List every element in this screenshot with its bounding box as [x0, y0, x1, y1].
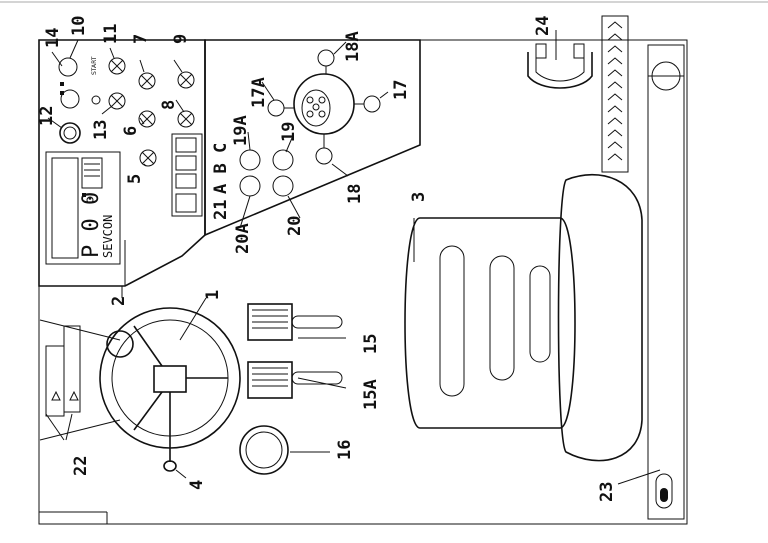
callout-17a: 17A — [249, 77, 269, 108]
callout-14: 14 — [43, 28, 63, 48]
display-brand: SEVCON — [101, 215, 115, 258]
callout-23: 23 — [597, 482, 617, 502]
start-label: START — [91, 56, 98, 75]
seat — [404, 173, 643, 462]
callout-15a: 15A — [361, 379, 381, 410]
horn-button — [60, 89, 80, 109]
display-code: P 0 0 — [79, 192, 104, 258]
joystick — [267, 49, 381, 165]
dashboard-switches: START — [58, 56, 195, 167]
callout-21: 21 — [211, 200, 231, 220]
callout-1: 1 — [203, 290, 223, 300]
callout-20a: 20A — [233, 223, 253, 254]
callout-4: 4 — [187, 480, 207, 490]
callout-abc: A B C — [211, 143, 231, 194]
emergency-button — [59, 122, 81, 144]
callout-9: 9 — [171, 34, 191, 44]
grab-handle — [527, 43, 593, 89]
pedals — [247, 303, 343, 399]
callout-19a: 19A — [231, 115, 251, 146]
callout-8: 8 — [159, 100, 179, 110]
callout-22: 22 — [71, 456, 91, 476]
side-panel — [647, 44, 685, 520]
dashboard-panel — [38, 39, 206, 287]
warning-labels — [39, 319, 121, 441]
callout-13: 13 — [91, 120, 111, 140]
callout-12: 12 — [37, 106, 57, 126]
sevcon-display: P 0 0 SEVCON — [45, 151, 121, 265]
callout-19: 19 — [279, 122, 299, 142]
callout-2: 2 — [109, 296, 129, 306]
callout-5: 5 — [125, 174, 145, 184]
chevron-strip — [601, 15, 629, 173]
key-switch — [58, 57, 78, 77]
steering-wheel — [99, 307, 241, 472]
callout-24: 24 — [533, 16, 553, 36]
callout-3: 3 — [409, 192, 429, 202]
auxiliary-buttons — [239, 149, 294, 197]
callout-6: 6 — [121, 126, 141, 136]
frame-outline — [38, 39, 688, 525]
callout-16: 16 — [335, 440, 355, 460]
callout-18a: 18A — [343, 31, 363, 62]
callout-20: 20 — [285, 216, 305, 236]
leader-lines — [45, 30, 661, 485]
callout-15: 15 — [361, 334, 381, 354]
callout-17: 17 — [391, 80, 411, 100]
wheel-knob — [106, 330, 134, 358]
callout-10: 10 — [69, 16, 89, 36]
callout-7: 7 — [131, 34, 151, 44]
callout-11: 11 — [101, 24, 121, 44]
callout-18: 18 — [345, 184, 365, 204]
floor-ring — [239, 425, 289, 475]
abc-selector — [171, 133, 203, 217]
callout-labels: 14 10 11 7 9 12 13 6 8 5 2 1 15 15A 16 4… — [37, 16, 617, 502]
